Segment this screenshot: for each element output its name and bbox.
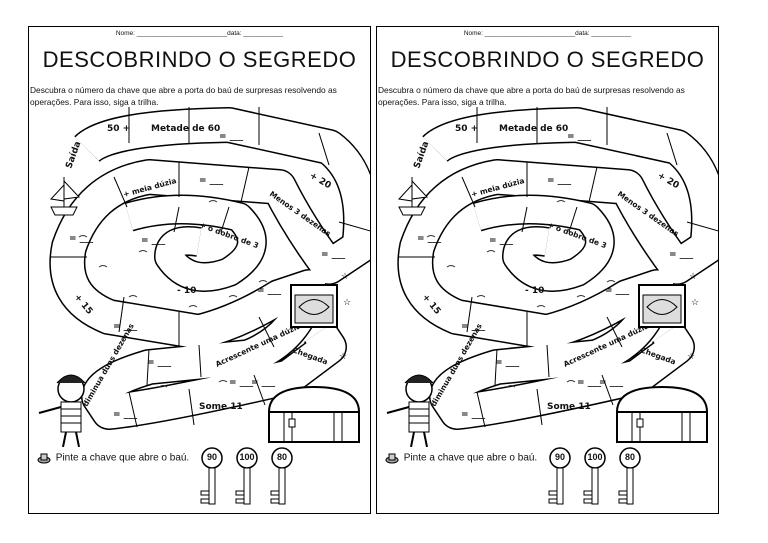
worksheet-title: DESCOBRINDO O SEGREDO xyxy=(390,47,705,72)
name-date-line: Nome: _________________________data: ___… xyxy=(463,30,632,37)
trail-step: 50 + xyxy=(455,124,478,134)
key-option[interactable]: 90 xyxy=(547,447,573,509)
trail-step: + 20 xyxy=(308,171,333,191)
trail-step: = ___ xyxy=(547,176,572,186)
key-option[interactable]: 80 xyxy=(269,447,295,509)
key-options: 90 100 80 xyxy=(547,447,667,507)
footer-prompt: Pinte a chave que abre o baú. xyxy=(385,452,537,464)
key-icon xyxy=(200,447,223,505)
trail-step: = ___ xyxy=(321,250,346,260)
trail-step: 50 + xyxy=(107,124,130,134)
key-option[interactable]: 80 xyxy=(617,447,643,509)
ship-icon xyxy=(49,177,81,216)
trail-step: Some 11 xyxy=(547,402,591,412)
trail-step: = ___ xyxy=(257,286,282,296)
trail-step: = ___ xyxy=(567,132,592,142)
instructions: Descubra o número da chave que abre a po… xyxy=(378,85,685,107)
star-icon: ☆ xyxy=(687,351,695,361)
trail-step: + 20 xyxy=(656,171,681,191)
star-icon: ☆ xyxy=(341,271,349,281)
pirate-icon xyxy=(386,374,434,447)
star-icon: ☆ xyxy=(339,351,347,361)
key-option[interactable]: 100 xyxy=(582,447,608,509)
trail-step: = ___ xyxy=(417,234,442,244)
name-date-line: Nome: _________________________data: ___… xyxy=(115,30,284,37)
trail-step: = ___ xyxy=(113,322,138,332)
treasure-chest-icon xyxy=(638,284,686,328)
trail-step: = ___ xyxy=(461,322,486,332)
trail-step: = ___ xyxy=(219,132,244,142)
treasure-chest-icon xyxy=(615,385,709,443)
trail-step: = ___ xyxy=(251,378,276,388)
trail-step: Metade de 60 xyxy=(499,124,568,134)
footer-prompt: Pinte a chave que abre o baú. xyxy=(37,452,189,464)
pencil-icon xyxy=(385,452,399,464)
star-icon: ☆ xyxy=(689,271,697,281)
star-icon: ☆ xyxy=(691,297,699,307)
trail-step: = ___ xyxy=(495,358,520,368)
key-icon xyxy=(235,447,258,505)
trail-step: = ___ xyxy=(605,286,630,296)
star-icon: ☆ xyxy=(343,297,351,307)
trail-step: Metade de 60 xyxy=(151,124,220,134)
trail-step: = ___ xyxy=(113,410,138,420)
instructions: Descubra o número da chave que abre a po… xyxy=(30,85,337,107)
pirate-icon xyxy=(38,374,86,447)
trail-step: = ___ xyxy=(69,234,94,244)
key-icon xyxy=(548,447,571,505)
trail-step: = ___ xyxy=(669,250,694,260)
key-icon xyxy=(270,447,293,505)
treasure-chest-icon xyxy=(267,385,361,443)
trail-step: Some 11 xyxy=(199,402,243,412)
trail-step: = ___ xyxy=(199,176,224,186)
trail-step: = ___ xyxy=(147,358,172,368)
key-icon xyxy=(618,447,641,505)
trail-step: = ___ xyxy=(577,378,602,388)
trail-step: = ___ xyxy=(599,378,624,388)
trail-step: = ___ xyxy=(461,410,486,420)
key-option[interactable]: 100 xyxy=(234,447,260,509)
worksheet-left: Nome: _________________________data: ___… xyxy=(28,26,371,514)
pencil-icon xyxy=(37,452,51,464)
trail-step: - 10 xyxy=(177,286,196,296)
key-options: 90 100 80 xyxy=(199,447,319,507)
trail-step: = ___ xyxy=(141,236,166,246)
key-option[interactable]: 90 xyxy=(199,447,225,509)
trail-step: - 10 xyxy=(525,286,544,296)
treasure-chest-icon xyxy=(290,284,338,328)
trail-step: = ___ xyxy=(229,378,254,388)
key-icon xyxy=(583,447,606,505)
trail-step: = ___ xyxy=(489,236,514,246)
trail-board: Saída 50 + Metade de 60 = ___ + 20 = ___… xyxy=(386,107,718,447)
trail-board: Saída 50 + Metade de 60 = ___ + 20 = ___… xyxy=(38,107,370,447)
worksheet-right: Nome: _________________________data: ___… xyxy=(376,26,719,514)
ship-icon xyxy=(397,177,429,216)
trail-start: Saída xyxy=(412,140,431,170)
worksheet-title: DESCOBRINDO O SEGREDO xyxy=(42,47,357,72)
trail-start: Saída xyxy=(64,140,83,170)
